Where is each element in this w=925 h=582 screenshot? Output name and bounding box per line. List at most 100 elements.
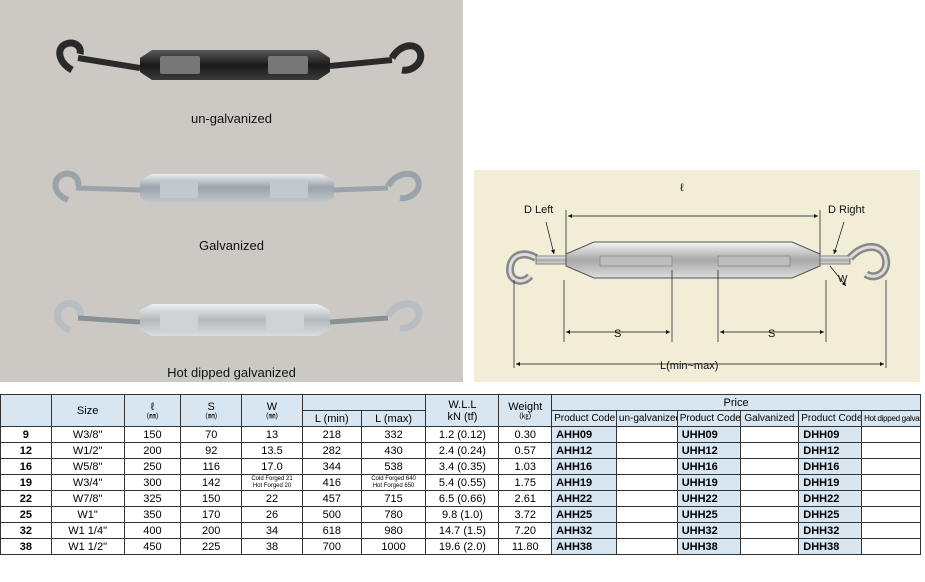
ell-cell: 300 — [123, 474, 182, 491]
l-label: L(min~max) — [660, 360, 719, 372]
d-left-label: D Left — [524, 204, 554, 216]
galvanized-header: Galvanized — [739, 410, 800, 427]
lmin-cell: 500 — [301, 506, 362, 523]
wll-cell: 9.8 (1.0) — [425, 506, 500, 523]
product-code-u-cell: UHH38 — [676, 538, 741, 555]
product-code-u-cell: UHH25 — [676, 506, 741, 523]
product-code-header-2: Product Code — [676, 410, 741, 427]
col-size-header: Size — [50, 394, 125, 427]
ell-unit: (㎜) — [146, 412, 159, 420]
size-cell: W1 1/2" — [50, 538, 125, 555]
product-code-a-cell: AHH38 — [551, 538, 617, 555]
ell-cell: 325 — [123, 490, 182, 507]
product-code-d-cell: DHH16 — [798, 458, 863, 475]
caption-ungalvanized: un-galvanized — [191, 111, 272, 126]
dimension-diagram-panel: ℓ D Left D Right S S L(min~max) W — [474, 170, 920, 382]
weight-cell: 0.57 — [498, 442, 553, 459]
price-ungalvanized-cell — [615, 474, 678, 491]
size-cell: W7/8" — [50, 490, 125, 507]
col-id-header — [0, 394, 52, 427]
weight-cell: 0.30 — [498, 426, 553, 443]
price-ungalvanized-cell — [615, 506, 678, 523]
row-id-cell: 19 — [0, 474, 52, 491]
wll-cell: 1.2 (0.12) — [425, 426, 500, 443]
size-cell: W1/2" — [50, 442, 125, 459]
product-code-u-cell: UHH16 — [676, 458, 741, 475]
s-unit: (㎜) — [205, 412, 218, 420]
ell-label: ℓ — [680, 182, 684, 194]
lmax-cold-forged: Cold Forged 640 — [371, 475, 416, 482]
wll-cell: 6.5 (0.66) — [425, 490, 500, 507]
lmax-cell: 1000 — [360, 538, 427, 555]
lmax-cell: 430 — [360, 442, 427, 459]
product-code-u-cell: UHH09 — [676, 426, 741, 443]
ell-cell: 400 — [123, 522, 182, 539]
lmax-cell: 980 — [360, 522, 427, 539]
price-galvanized-cell — [739, 426, 800, 443]
w-unit: (㎜) — [266, 412, 278, 420]
product-code-d-cell: DHH12 — [798, 442, 863, 459]
s-cell: 170 — [180, 506, 243, 523]
wll-cell: 2.4 (0.24) — [425, 442, 500, 459]
lmax-cell: 715 — [360, 490, 427, 507]
weight-unit: (㎏) — [519, 412, 532, 420]
lmin-cell: 344 — [301, 458, 362, 475]
wll-unit: kN (tf) — [447, 410, 478, 423]
weight-cell: 2.61 — [498, 490, 553, 507]
lmin-cell: 700 — [301, 538, 362, 555]
wll-cell: 5.4 (0.55) — [425, 474, 500, 491]
lmax-cell: 538 — [360, 458, 427, 475]
size-cell: W5/8" — [50, 458, 125, 475]
col-weight-header: Weight (㎏) — [498, 394, 553, 427]
ell-cell: 250 — [123, 458, 182, 475]
price-hot-dipped-cell — [861, 522, 921, 539]
product-code-a-cell: AHH25 — [551, 506, 617, 523]
caption-galvanized: Galvanized — [198, 238, 265, 253]
ell-symbol: ℓ — [150, 400, 155, 413]
price-hot-dipped-cell — [861, 490, 921, 507]
ell-cell: 350 — [123, 506, 182, 523]
s-right-label: S — [768, 328, 776, 340]
row-id-cell: 38 — [0, 538, 52, 555]
price-galvanized-cell — [739, 506, 800, 523]
col-lmax-header: L (max) — [360, 410, 427, 427]
wll-cell: 14.7 (1.5) — [425, 522, 500, 539]
price-header: Price — [551, 394, 921, 411]
turnbuckle-galvanized — [52, 170, 422, 204]
price-hot-dipped-cell — [861, 426, 921, 443]
row-id-cell: 9 — [0, 426, 52, 443]
product-code-u-cell: UHH19 — [676, 474, 741, 491]
size-cell: W1 1/4" — [50, 522, 125, 539]
w-cell: 26 — [241, 506, 303, 523]
s-cell: 225 — [180, 538, 243, 555]
s-left-label: S — [614, 328, 622, 340]
weight-cell: 1.03 — [498, 458, 553, 475]
product-code-u-cell: UHH12 — [676, 442, 741, 459]
product-code-a-cell: AHH19 — [551, 474, 617, 491]
ell-cell: 200 — [123, 442, 182, 459]
weight-cell: 1.75 — [498, 474, 553, 491]
row-id-cell: 12 — [0, 442, 52, 459]
lmax-cell: 780 — [360, 506, 427, 523]
product-code-u-cell: UHH32 — [676, 522, 741, 539]
lmin-cell: 416 — [301, 474, 362, 491]
weight-cell: 11.80 — [498, 538, 553, 555]
product-code-a-cell: AHH16 — [551, 458, 617, 475]
s-symbol: S — [207, 400, 215, 413]
w-cold-forged: Cold Forged 21 — [251, 475, 293, 482]
w-symbol: W — [266, 400, 278, 413]
lmin-cell: 618 — [301, 522, 362, 539]
turnbuckle-photos — [52, 39, 425, 336]
size-cell: W3/8" — [50, 426, 125, 443]
wll-cell: 19.6 (2.0) — [425, 538, 500, 555]
product-code-d-cell: DHH38 — [798, 538, 863, 555]
price-galvanized-cell — [739, 442, 800, 459]
hot-dipped-header: Hot dipped galvanized — [861, 410, 921, 427]
price-galvanized-cell — [739, 522, 800, 539]
product-code-u-cell: UHH22 — [676, 490, 741, 507]
